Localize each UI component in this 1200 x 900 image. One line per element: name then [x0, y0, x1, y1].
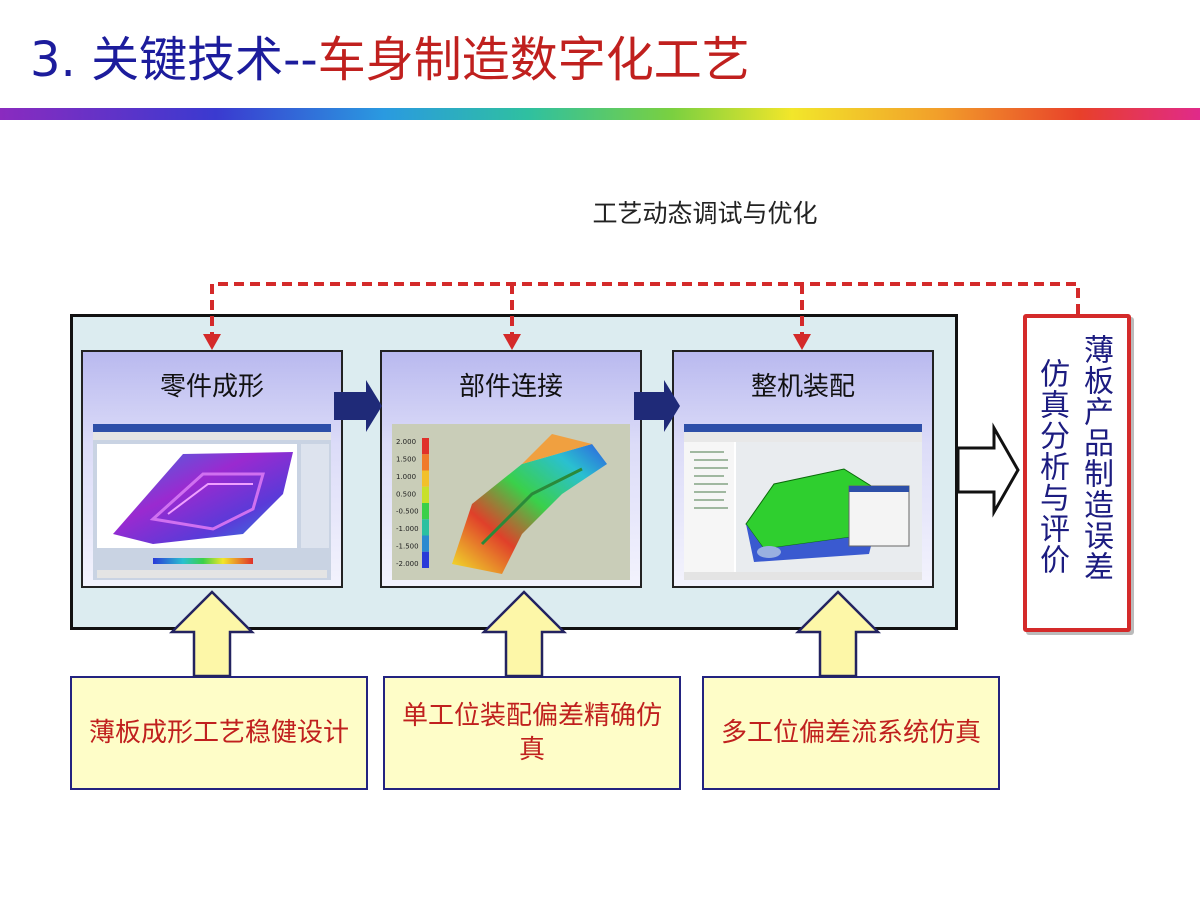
legend-swatch — [422, 454, 429, 471]
stage-component-joining: 部件连接 2.000 1.500 1.000 0.500 -0.500 -1.000 -1.… — [380, 350, 642, 588]
input-forming-robust-design: 薄板成形工艺稳健设计 — [70, 676, 368, 790]
legend-value: 2.000 — [396, 438, 416, 446]
legend-value: -1.000 — [396, 525, 419, 533]
legend-swatch — [422, 535, 429, 552]
stage-label: 部件连接 — [458, 372, 563, 402]
legend-value: -1.500 — [396, 543, 419, 551]
process-arrow-icon — [334, 380, 382, 432]
output-line-2: 仿真分析与评价 — [1034, 358, 1069, 575]
legend-swatch — [422, 438, 429, 455]
input-arrow-up-icon — [794, 590, 882, 678]
legend-swatch — [422, 470, 429, 487]
title-number: 3. — [30, 32, 76, 88]
legend-swatch — [422, 551, 429, 568]
joining-screenshot-icon: 2.000 1.500 1.000 0.500 -0.500 -1.000 -1.500 -2… — [392, 424, 630, 580]
feedback-dashed-line — [210, 282, 1080, 336]
arrowhead-down-icon — [793, 334, 811, 350]
stage-vehicle-assembly: 整机装配 — [672, 350, 934, 588]
title-rainbow-bar — [0, 108, 1200, 120]
input-arrow-up-icon — [480, 590, 568, 678]
assembly-screenshot-icon — [684, 424, 922, 580]
input-multi-station-simulation: 多工位偏差流系统仿真 — [702, 676, 1000, 790]
process-arrow-icon — [634, 380, 680, 432]
title-main: 关键技术-- — [91, 32, 318, 88]
output-arrow-icon — [956, 422, 1020, 518]
legend-value: 0.500 — [396, 490, 416, 498]
arrowhead-down-icon — [203, 334, 221, 350]
stage-label: 零件成形 — [159, 372, 264, 402]
input-arrow-up-icon — [168, 590, 256, 678]
stage-part-forming: 零件成形 — [81, 350, 343, 588]
legend-swatch — [422, 486, 429, 503]
stage-label: 整机装配 — [750, 372, 855, 402]
slide-title: 3. 关键技术--车身制造数字化工艺 — [30, 30, 750, 90]
forming-screenshot-icon — [93, 424, 331, 580]
output-error-analysis-box: 薄板产品制造误差 仿真分析与评价 — [1023, 314, 1131, 632]
output-line-1: 薄板产品制造误差 — [1078, 334, 1113, 582]
legend-value: 1.000 — [396, 473, 416, 481]
legend-value: -0.500 — [396, 508, 419, 516]
input-single-station-simulation: 单工位装配偏差精确仿真 — [383, 676, 681, 790]
legend-swatch — [422, 519, 429, 536]
arrowhead-down-icon — [503, 334, 521, 350]
title-sub: 车身制造数字化工艺 — [317, 32, 750, 88]
legend-value: -2.000 — [396, 560, 419, 568]
legend-swatch — [422, 503, 429, 520]
legend-value: 1.500 — [396, 455, 416, 463]
feedback-arrowheads — [203, 334, 811, 350]
feedback-caption: 工艺动态调试与优化 — [592, 199, 818, 228]
